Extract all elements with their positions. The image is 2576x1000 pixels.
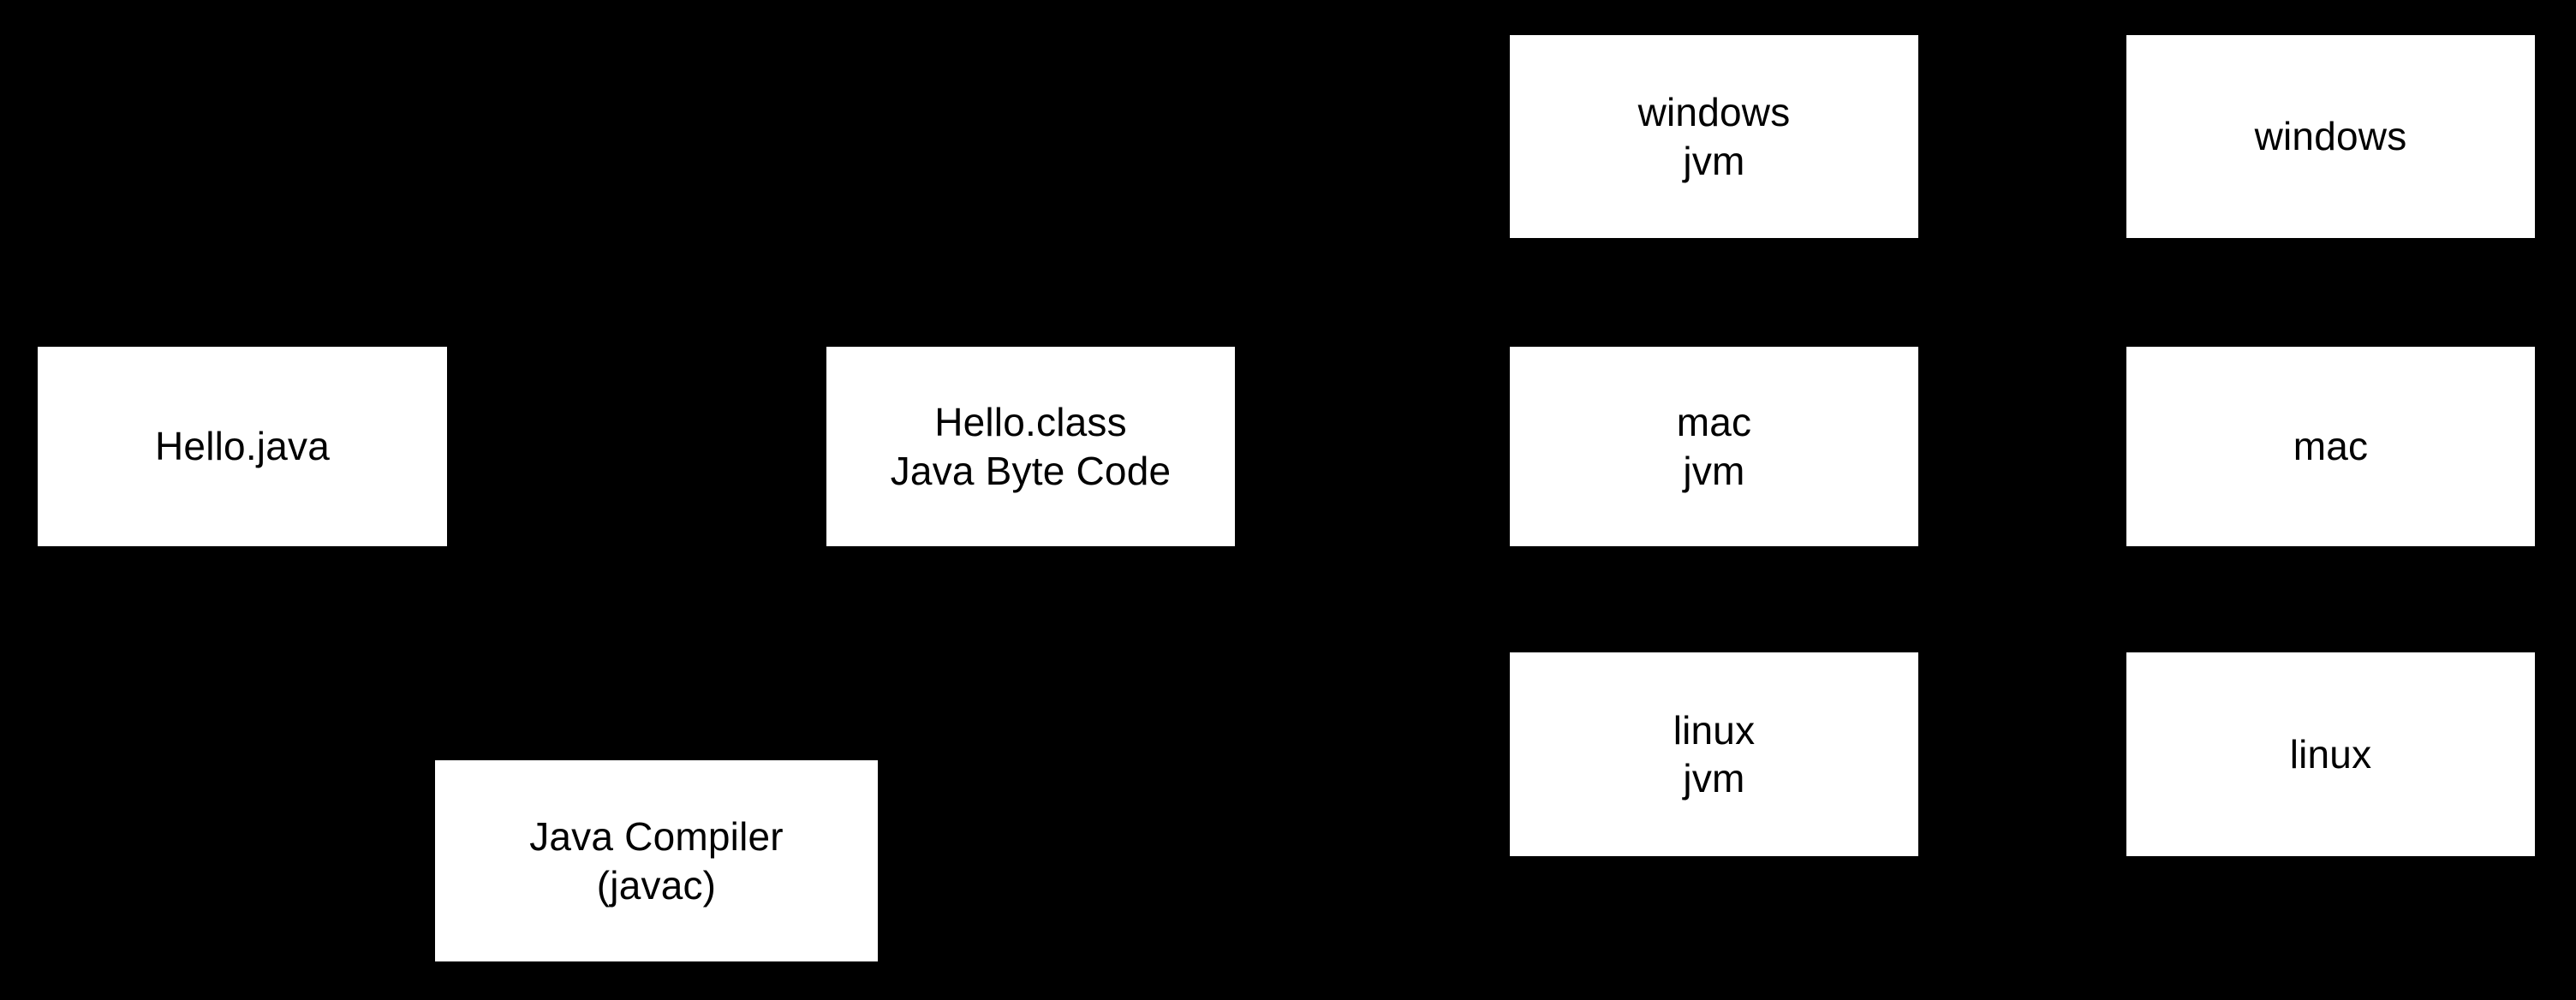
node-mac-jvm: mac jvm [1510,347,1918,546]
node-linux-jvm-line-2: jvm [1683,756,1745,801]
node-mac-jvm-line-1: mac [1676,400,1752,445]
node-hello-java: Hello.java [38,347,447,546]
node-java-compiler-line-2: (javac) [596,862,717,908]
node-mac-os: mac [2126,347,2535,546]
node-linux-jvm: linux jvm [1510,652,1918,856]
node-hello-java-line-1: Hello.java [155,424,330,469]
node-java-compiler-line-1: Java Compiler [529,814,784,860]
node-mac-jvm-line-2: jvm [1683,448,1745,493]
node-windows-jvm: windows jvm [1510,35,1918,238]
node-linux-os: linux [2126,652,2535,856]
node-linux-jvm-line-1: linux [1673,707,1756,753]
node-mac-os-line-1: mac [2293,424,2369,469]
node-windows-os: windows [2126,35,2535,238]
node-linux-os-line-1: linux [2289,731,2372,777]
node-hello-class-line-2: Java Byte Code [890,448,1172,493]
node-windows-jvm-line-1: windows [1637,90,1791,135]
node-windows-jvm-line-2: jvm [1683,138,1745,183]
node-windows-os-line-1: windows [2254,114,2407,159]
node-hello-class: Hello.class Java Byte Code [826,347,1235,546]
node-java-compiler: Java Compiler (javac) [435,760,878,961]
node-hello-class-line-1: Hello.class [934,400,1127,445]
